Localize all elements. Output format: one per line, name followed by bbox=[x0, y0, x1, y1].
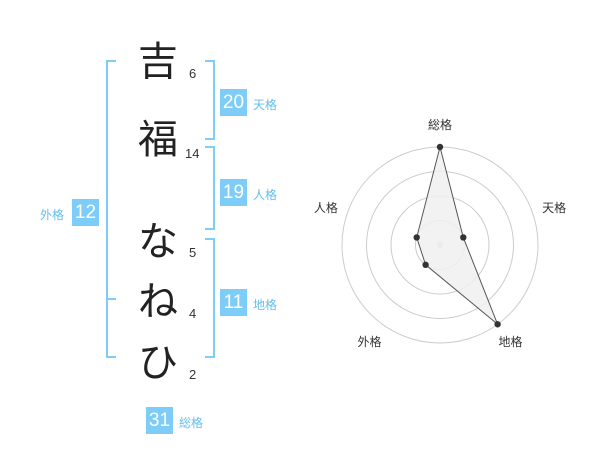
radar-axis-label-4: 外格 bbox=[357, 334, 381, 349]
name-char-3: な bbox=[138, 219, 178, 265]
jinkaku-value: 19 bbox=[220, 179, 247, 206]
jinkaku-label: 人格 bbox=[253, 188, 278, 202]
radar-axis-label-1: 総格 bbox=[428, 117, 452, 132]
gaikaku-value: 12 bbox=[72, 199, 99, 226]
radar-point-2 bbox=[460, 234, 467, 241]
radar-axis-label-5: 人格 bbox=[314, 200, 338, 215]
soukaku-label: 総格 bbox=[179, 416, 204, 430]
name-char-5: ひ bbox=[138, 340, 178, 386]
name-char-4: ね bbox=[138, 279, 178, 325]
radar-points-layer bbox=[413, 143, 501, 328]
stroke-count-2: 14 bbox=[185, 146, 200, 161]
radar-axis-label-3: 地格 bbox=[499, 334, 523, 349]
name-char-1: 吉 bbox=[138, 39, 178, 85]
chikaku-value: 11 bbox=[220, 289, 247, 316]
radar-point-1 bbox=[436, 143, 444, 151]
radar-point-4 bbox=[422, 261, 429, 269]
stroke-count-3: 5 bbox=[189, 245, 197, 260]
radar-point-3 bbox=[494, 321, 501, 328]
stroke-count-4: 4 bbox=[189, 306, 197, 321]
chikaku-label: 地格 bbox=[253, 298, 278, 312]
name-char-2: 福 bbox=[138, 117, 178, 163]
radar-point-5 bbox=[413, 234, 420, 241]
tenkaku-value: 20 bbox=[220, 89, 247, 116]
radar-series-polygon bbox=[416, 146, 499, 325]
soukaku-value: 31 bbox=[146, 407, 173, 434]
radar-axis-label-2: 天格 bbox=[542, 200, 566, 215]
radar-polygon-layer bbox=[416, 146, 499, 325]
stroke-count-5: 2 bbox=[189, 367, 197, 382]
stroke-count-1: 6 bbox=[189, 66, 197, 81]
gaikaku-label: 外格 bbox=[40, 208, 65, 222]
tenkaku-label: 天格 bbox=[253, 98, 278, 112]
